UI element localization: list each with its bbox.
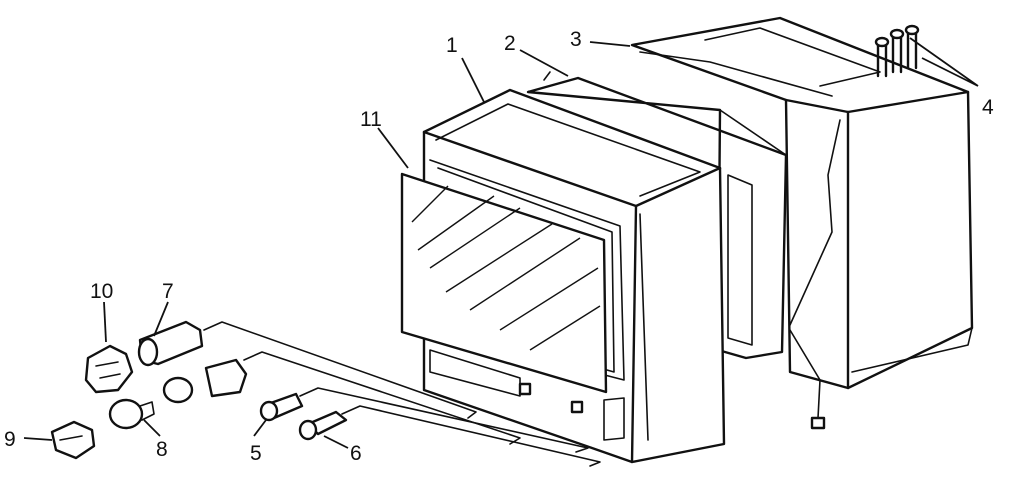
label-5: 5	[250, 442, 262, 465]
label-1: 1	[446, 34, 458, 57]
leader-lines	[23, 37, 979, 449]
push-button-5	[259, 392, 304, 422]
knob-cap-10	[84, 344, 134, 394]
label-4: 4	[982, 96, 994, 119]
control-shafts	[203, 321, 601, 467]
label-10: 10	[90, 280, 113, 303]
label-8: 8	[156, 438, 168, 461]
label-9: 9	[4, 428, 16, 451]
front-glass	[400, 172, 608, 394]
rear-housing	[630, 16, 974, 430]
knob-cap-9	[50, 420, 96, 460]
push-button-6	[298, 410, 348, 441]
label-2: 2	[504, 32, 516, 55]
label-6: 6	[350, 442, 362, 465]
mounting-bolts	[874, 24, 920, 78]
label-3: 3	[570, 28, 582, 51]
callout-labels: 1 2 3 4 5 6 7 8 9 10 11	[4, 28, 994, 465]
label-11: 11	[360, 108, 382, 131]
label-7: 7	[162, 280, 174, 303]
knob-shaft-8	[108, 358, 248, 430]
knob-shaft-7	[137, 320, 204, 367]
